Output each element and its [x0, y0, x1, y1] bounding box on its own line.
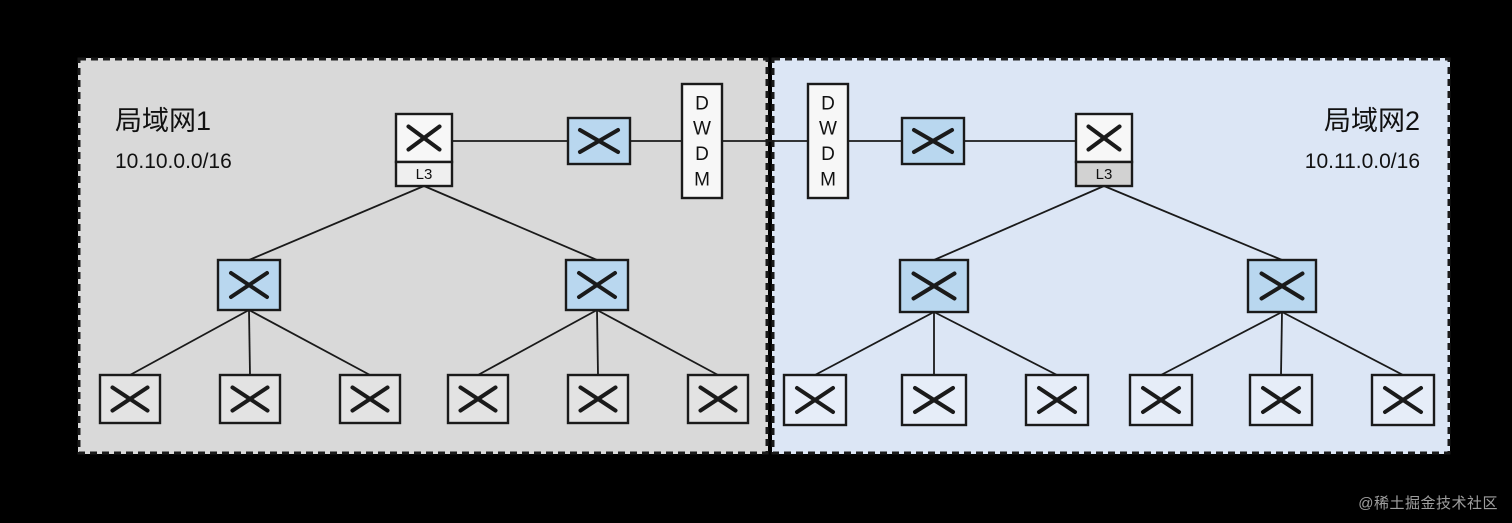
leaf-switch-lan-2-4[interactable] [1128, 373, 1194, 427]
link-line [1103, 185, 1283, 261]
leaf-switch-lan-1-6[interactable] [686, 373, 750, 425]
switch-x-icon [698, 385, 738, 413]
leaf-switch-lan-1-2-body [218, 373, 282, 425]
aggregation-switch-lan-2-1[interactable] [898, 258, 970, 314]
switch-x-icon [406, 124, 442, 152]
switch-x-icon [110, 385, 150, 413]
switch-x-icon [577, 271, 617, 299]
leaf-switch-lan-1-3[interactable] [338, 373, 402, 425]
leaf-switch-lan-1-2[interactable] [218, 373, 282, 425]
dwdm-letter: W [819, 119, 837, 140]
leaf-switch-lan-2-6[interactable] [1370, 373, 1436, 427]
switch-x-icon [1383, 386, 1423, 414]
panel-border [771, 57, 1451, 455]
link-line [129, 309, 250, 376]
switch-x-icon [1261, 386, 1301, 414]
dwdm-letter: D [695, 93, 709, 114]
link-line [1280, 311, 1283, 376]
leaf-switch-lan-2-2[interactable] [900, 373, 968, 427]
switch-x-icon [458, 385, 498, 413]
link-line [477, 309, 598, 376]
leaf-switch-lan-2-5[interactable] [1248, 373, 1314, 427]
link-line [248, 309, 251, 376]
link-line [596, 309, 599, 376]
switch-x-icon [229, 271, 269, 299]
switch-x-icon [230, 385, 270, 413]
aggregation-switch-lan-1-2[interactable] [564, 258, 630, 312]
leaf-switch-lan-1-3-body [338, 373, 402, 425]
link-line [596, 309, 719, 376]
panel-cidr: 10.10.0.0/16 [115, 150, 232, 173]
link-line [814, 311, 935, 376]
router-label-strip [394, 160, 454, 188]
switch-x-icon [1259, 271, 1305, 301]
dwdm-letter: M [694, 169, 710, 190]
switch-x-icon [1037, 386, 1077, 414]
switch-x-icon [1086, 124, 1122, 152]
router-l3-lan-1[interactable]: L3 [394, 112, 454, 188]
switch-x-icon [577, 127, 621, 155]
router-l3-label: L3 [416, 166, 433, 183]
leaf-switch-lan-2-1[interactable] [782, 373, 848, 427]
dwdm-letter: D [695, 144, 709, 165]
dwdm-body [680, 82, 724, 200]
router-l3-lan-2[interactable]: L3 [1074, 112, 1134, 188]
leaf-switch-lan-1-5[interactable] [566, 373, 630, 425]
switch-x-icon [795, 386, 835, 414]
dwdm-letter: D [821, 144, 835, 165]
edge-switch-lan-2[interactable] [900, 116, 966, 166]
link-line [248, 309, 371, 376]
dwdm-letter: W [693, 119, 711, 140]
dwdm-body [806, 82, 850, 200]
watermark: @稀土掘金技术社区 [1358, 495, 1498, 512]
aggregation-switch-lan-1-1[interactable] [216, 258, 282, 312]
switch-x-icon [911, 271, 957, 301]
switch-x-icon [1141, 386, 1181, 414]
switch-x-icon [578, 385, 618, 413]
panel-cidr: 10.11.0.0/16 [1305, 150, 1420, 173]
switch-x-icon [350, 385, 390, 413]
leaf-switch-lan-2-3[interactable] [1024, 373, 1090, 427]
link-line [1160, 311, 1283, 376]
dwdm-letter: D [821, 93, 835, 114]
leaf-switch-lan-1-4[interactable] [446, 373, 510, 425]
switch-x-icon [911, 127, 955, 155]
router-l3-label: L3 [1096, 166, 1113, 183]
link-line [933, 311, 1058, 376]
panel-title: 局域网2 [1324, 106, 1420, 136]
link-line [933, 185, 1105, 261]
leaf-switch-lan-1-1[interactable] [98, 373, 162, 425]
panel-title: 局域网1 [115, 106, 211, 136]
link-line [1281, 311, 1404, 376]
dwdm-letter: M [820, 169, 836, 190]
router-label-strip [1074, 160, 1134, 188]
switch-x-icon [913, 386, 955, 414]
link-line [423, 185, 598, 261]
aggregation-switch-lan-2-2[interactable] [1246, 258, 1318, 314]
link-line [248, 185, 425, 261]
edge-switch-lan-1[interactable] [566, 116, 632, 166]
